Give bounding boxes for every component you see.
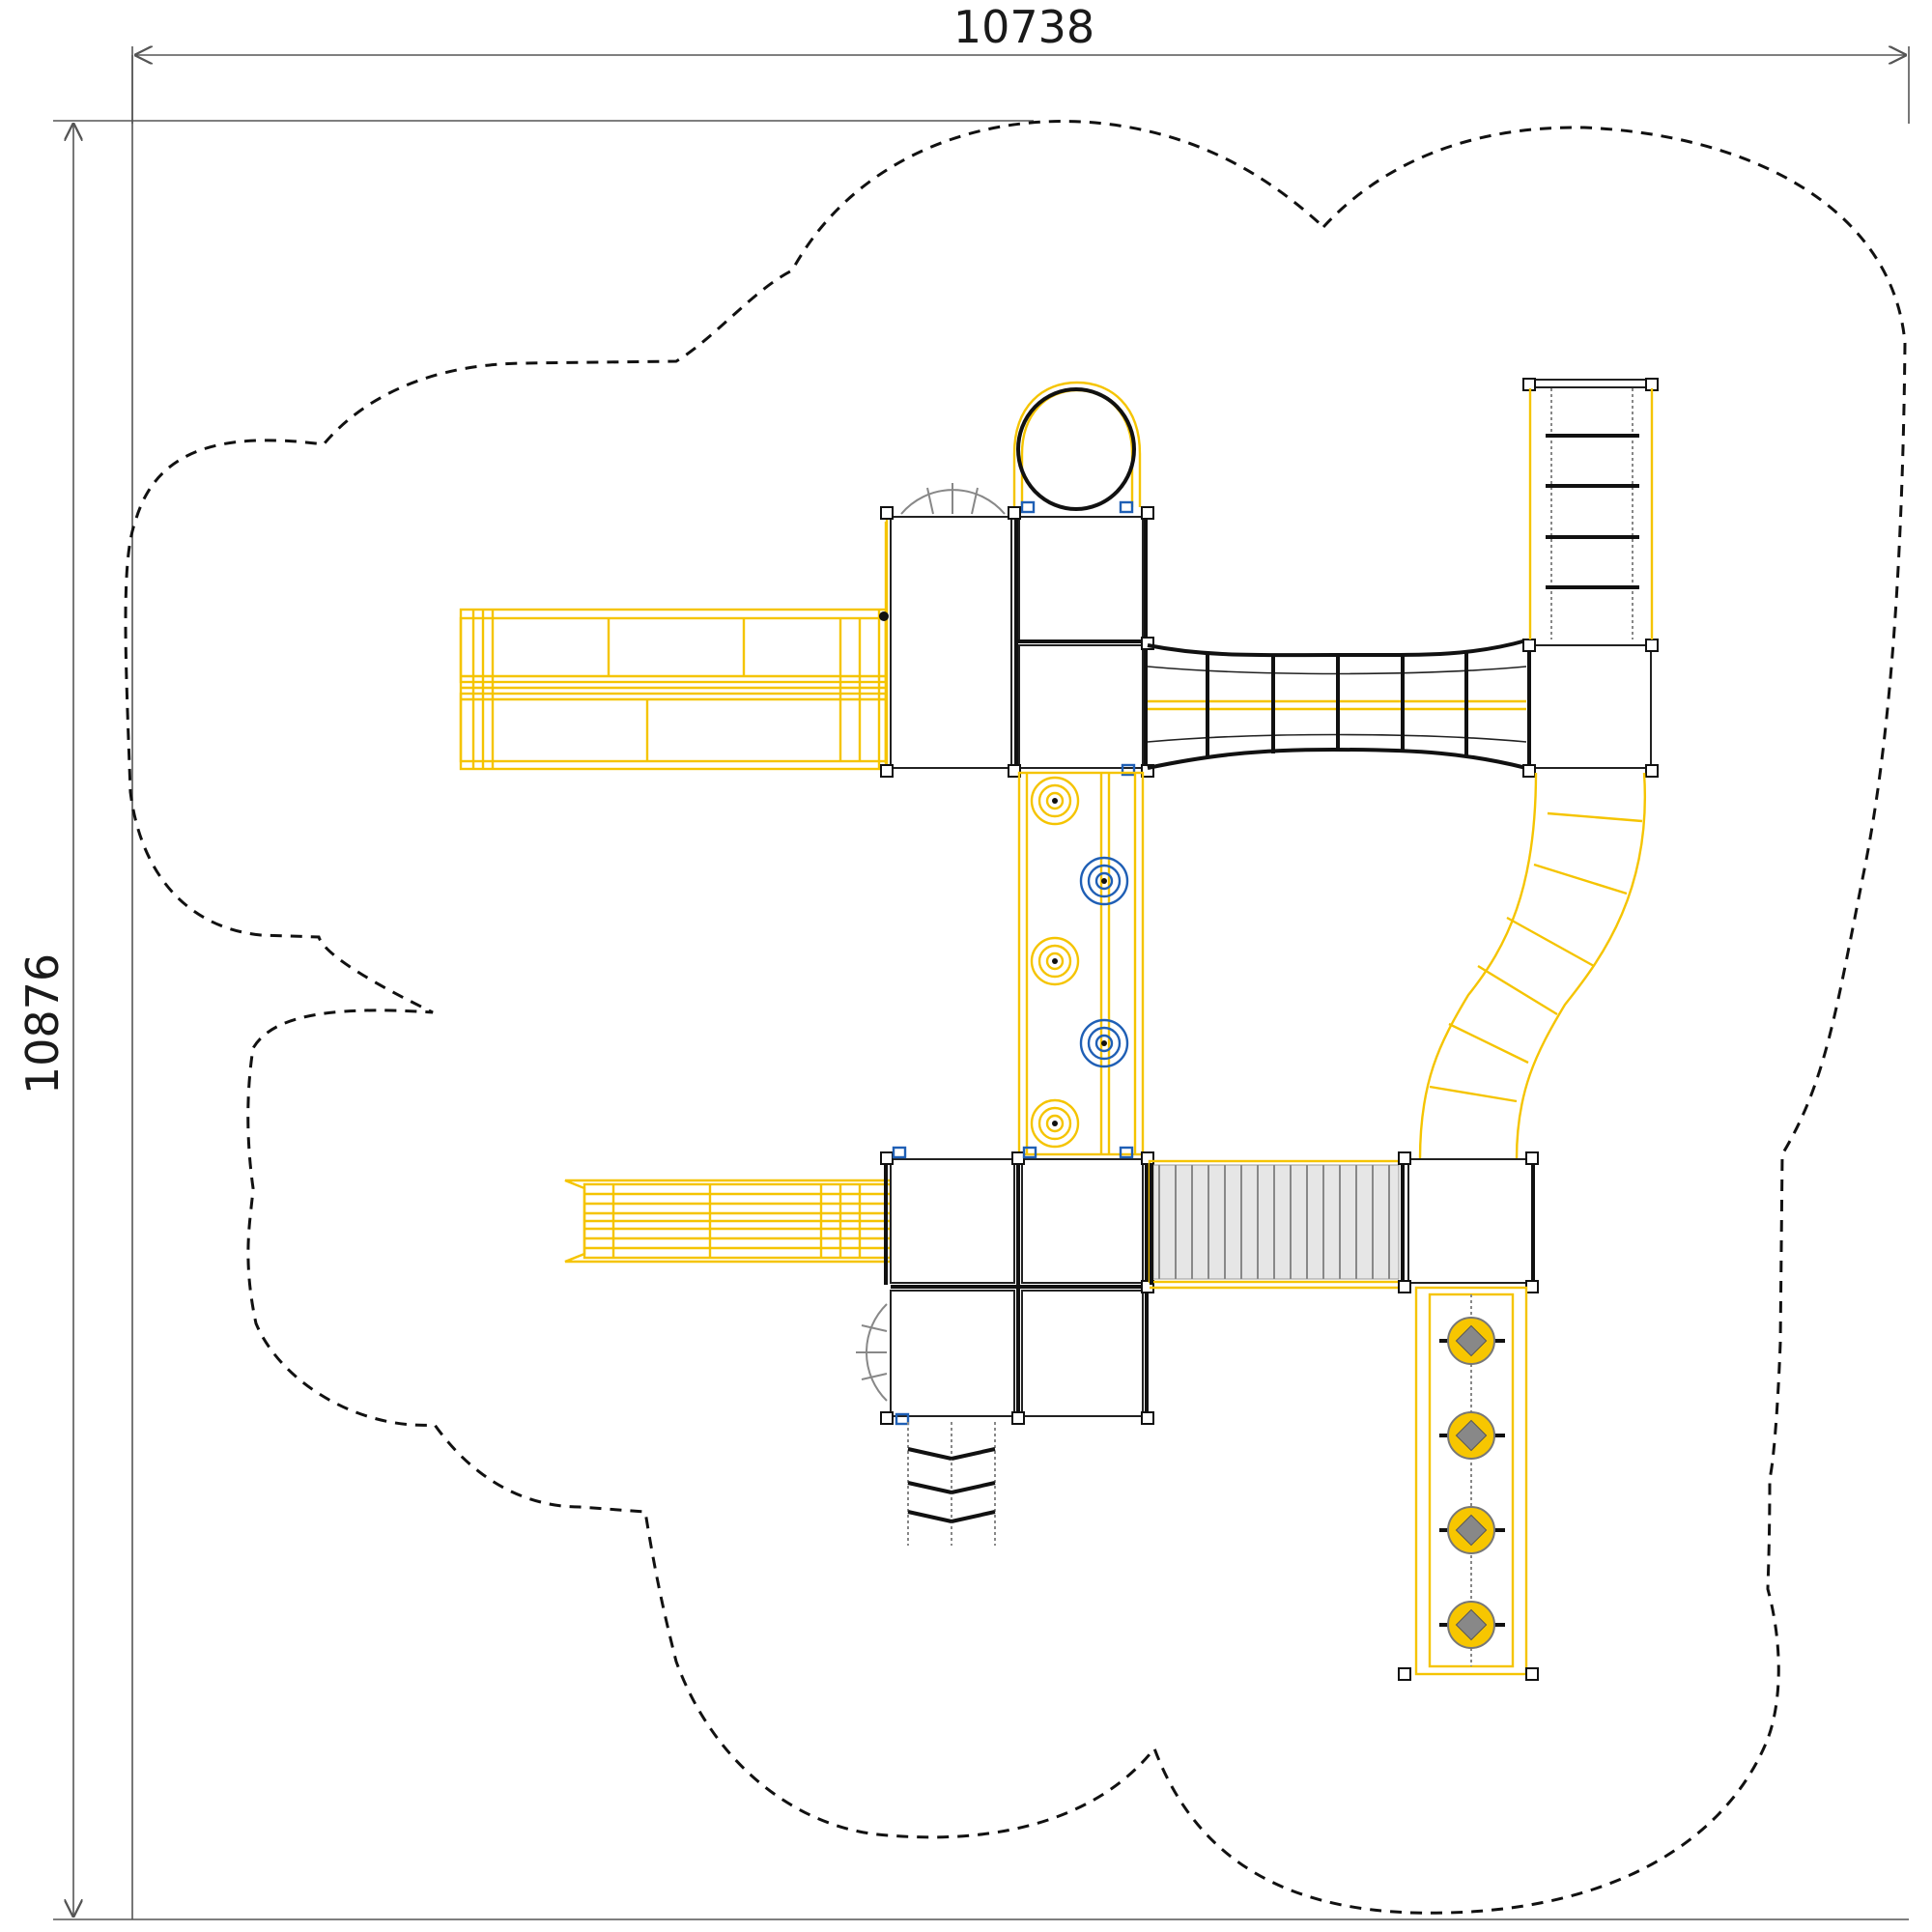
height-dimension: 10876: [16, 55, 1909, 1920]
pod-climber: [1398, 1286, 1539, 1681]
safety-zone-outline: [124, 120, 1907, 1915]
hold-4: [1079, 1018, 1129, 1068]
upper-right-tower: [1522, 639, 1659, 778]
width-dimension: 10738: [131, 1, 1910, 124]
rope-bridge: [1147, 639, 1527, 770]
hold-5: [1030, 1098, 1080, 1149]
ring-climber: [1012, 381, 1142, 514]
rope-ladder-top: [1522, 378, 1659, 639]
bridge-planks: [1152, 1164, 1400, 1280]
pod-4: [1439, 1601, 1505, 1649]
curved-ladder: [1418, 772, 1647, 1160]
lower-tower: [880, 1146, 1154, 1426]
net-ladder: [907, 1422, 996, 1546]
upper-tower: [879, 506, 1154, 778]
climbing-wall: [1017, 771, 1145, 1156]
upper-slide: [459, 522, 888, 771]
pod-2: [1439, 1411, 1505, 1460]
hold-1: [1030, 776, 1080, 826]
hold-3: [1030, 936, 1080, 986]
plank-bridge: [1148, 1159, 1405, 1290]
lower-right-tower: [1398, 1151, 1539, 1293]
pod-1: [1439, 1317, 1505, 1365]
hold-2: [1079, 856, 1129, 906]
stair-arc-bottom: [856, 1303, 888, 1402]
pod-3: [1439, 1506, 1505, 1554]
stair-arc-top: [900, 483, 1006, 515]
lower-slide: [564, 1179, 893, 1264]
width-dimension-label: 10738: [953, 1, 1094, 53]
height-dimension-label: 10876: [16, 953, 69, 1094]
